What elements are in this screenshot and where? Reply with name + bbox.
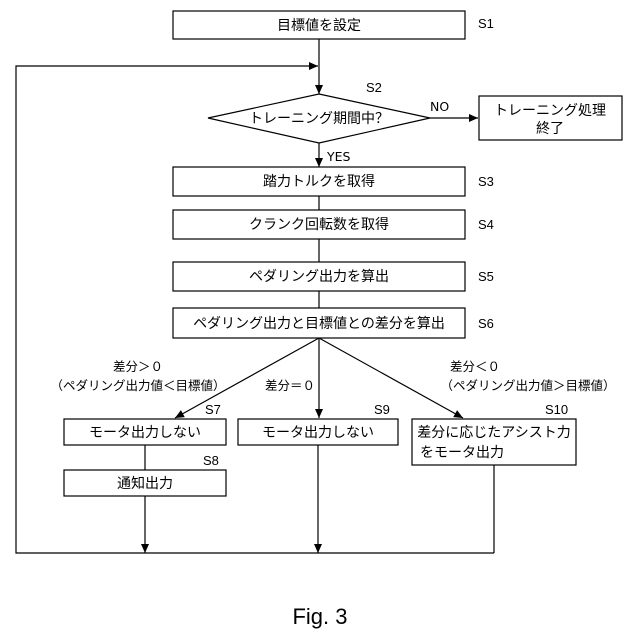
step-s9-id: S9 [374,402,390,417]
step-s10-id: S10 [545,402,568,417]
step-s8-id: S8 [203,453,219,468]
branch-negative-line1: 差分＜０ [450,359,500,374]
step-s6-text: ペダリング出力と目標値との差分を算出 [193,316,445,332]
step-s10-text-line2: をモータ出力 [420,445,504,461]
step-s1-id: S1 [478,16,494,31]
step-s10-text-line1: 差分に応じたアシスト力 [417,425,570,441]
step-s3-text: 踏力トルクを取得 [263,173,375,190]
branch-no-label: NO [430,99,449,114]
step-s5-id: S5 [478,269,494,284]
figure-caption: Fig. 3 [292,604,347,629]
step-s5-text: ペダリング出力を算出 [249,269,389,285]
end-text-line2: 終了 [536,121,564,137]
step-s8-text: 通知出力 [117,475,173,492]
branch-positive-line1: 差分＞０ [113,359,163,374]
step-s4-text: クランク回転数を取得 [249,216,389,233]
step-s7-id: S7 [205,402,221,417]
step-s2-id: S2 [366,80,382,95]
step-s7-text: モータ出力しない [89,425,201,441]
branch-negative-line2: （ペダリング出力値＞目標値） [440,378,615,393]
step-s6-id: S6 [478,316,494,331]
step-s9-text: モータ出力しない [262,425,374,441]
branch-positive-line2: （ペダリング出力値＜目標値） [50,378,225,393]
step-s4-id: S4 [478,217,494,232]
step-s1-text: 目標値を設定 [277,18,361,34]
branch-zero-label: 差分＝０ [265,378,315,393]
step-s3-id: S3 [478,174,494,189]
step-s2-text: トレーニング期間中？ [249,111,389,127]
end-text-line1: トレーニング処理 [494,103,606,119]
branch-yes-label: YES [326,149,351,164]
